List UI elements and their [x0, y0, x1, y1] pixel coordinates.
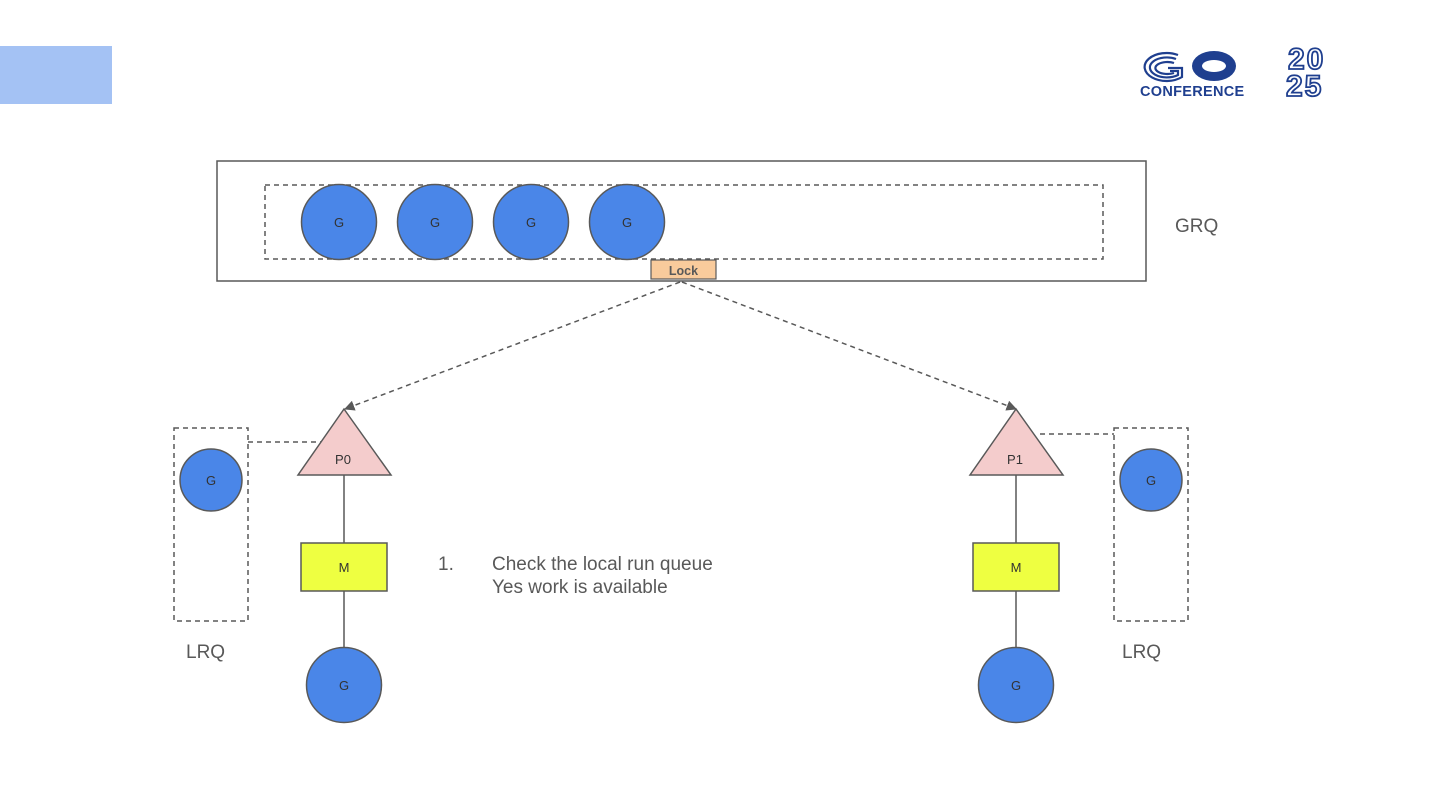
grq-label: GRQ	[1175, 216, 1218, 237]
lrq-label-p0: LRQ	[186, 642, 225, 663]
global-queue-goroutine: G	[492, 183, 570, 261]
step-number: 1.	[438, 554, 454, 575]
step-line-2: Yes work is available	[492, 577, 668, 598]
goroutine-label: G	[1011, 678, 1021, 693]
machine-label: M	[339, 560, 350, 575]
machine-label: M	[1011, 560, 1022, 575]
machine-m0: M	[300, 542, 388, 592]
lock-box	[650, 259, 717, 280]
logo-year-bottom: 25	[1286, 70, 1323, 100]
processor-label: P1	[1007, 452, 1023, 467]
goroutine-label: G	[339, 678, 349, 693]
lock-label: Lock	[669, 264, 698, 278]
running-goroutine-p0: G	[305, 646, 383, 724]
logo-year-top: 20	[1288, 44, 1325, 76]
global-queue-goroutine: G	[588, 183, 666, 261]
processor-p1: P1	[968, 407, 1065, 476]
local-run-queue-p1	[1113, 427, 1189, 622]
go-conference-logo: 20 25 CONFERENCE	[1140, 44, 1325, 100]
lrq-label-p1: LRQ	[1122, 642, 1161, 663]
machine-m1: M	[972, 542, 1060, 592]
lock-to-p0-arrow	[344, 281, 681, 411]
local-queue-goroutine: G	[1119, 448, 1183, 512]
global-queue-goroutine: G	[396, 183, 474, 261]
global-queue-goroutine: G	[300, 183, 378, 261]
local-queue-goroutine: G	[179, 448, 243, 512]
processor-p0: P0	[296, 407, 393, 476]
goroutine-label: G	[526, 215, 536, 230]
global-run-queue-box	[216, 160, 1147, 282]
global-run-queue-slots	[264, 184, 1104, 260]
local-run-queue-p0	[173, 427, 249, 622]
goroutine-label: G	[622, 215, 632, 230]
accent-bar	[0, 46, 112, 104]
running-goroutine-p1: G	[977, 646, 1055, 724]
lock-to-p1-arrow	[681, 281, 1017, 411]
step-line-1: Check the local run queue	[492, 554, 713, 575]
processor-label: P0	[335, 452, 351, 467]
goroutine-label: G	[1146, 473, 1156, 488]
logo-conference-text: CONFERENCE	[1140, 84, 1245, 100]
goroutine-label: G	[430, 215, 440, 230]
step-description: Check the local run queue Yes work is av…	[492, 553, 713, 599]
goroutine-label: G	[206, 473, 216, 488]
goroutine-label: G	[334, 215, 344, 230]
